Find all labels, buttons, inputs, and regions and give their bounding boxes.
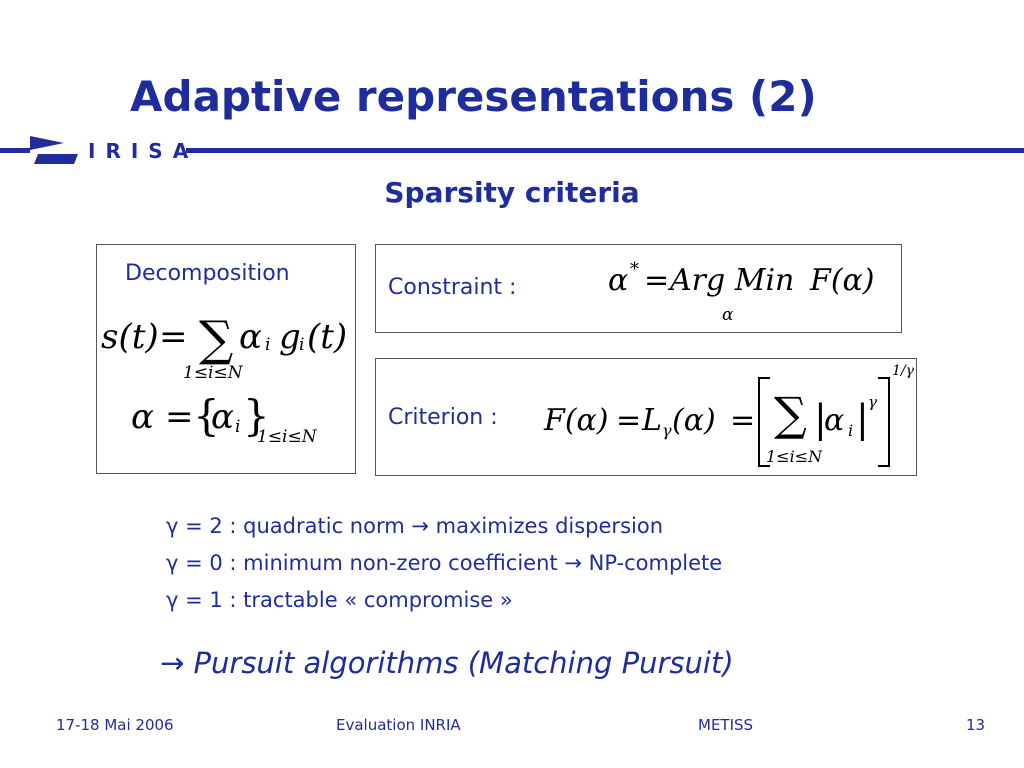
alpha-coefficient: α	[239, 317, 262, 357]
argmin-variable: α	[722, 305, 734, 325]
list-item: γ = 0 : minimum non-zero coefficient → N…	[166, 545, 722, 582]
signal-term: s(t)	[101, 317, 159, 357]
conclusion-line: → Pursuit algorithms (Matching Pursuit)	[160, 646, 734, 680]
cost-function: F(α)	[810, 263, 875, 298]
equals-sign: =	[644, 263, 670, 298]
decomposition-box: Decomposition s(t) = ∑ 1≤i≤N α i g i (t)…	[96, 244, 356, 474]
sum-range: 1≤i≤N	[766, 447, 823, 466]
time-argument: (t)	[307, 317, 348, 357]
case-text: = 0 : minimum non-zero coefficient	[178, 551, 565, 575]
index-i: i	[848, 421, 854, 440]
equals-sign: =	[616, 403, 642, 438]
equals-sign: =	[159, 317, 188, 357]
norm-argument: (α)	[672, 403, 716, 438]
case-text: = 1 : tractable « compromise »	[178, 588, 513, 612]
criterion-equation: F(α) = L γ (α) = ∑ 1≤i≤N | α i | γ 1/γ	[544, 363, 914, 471]
slide-subtitle: Sparsity criteria	[384, 176, 640, 209]
criterion-label: Criterion :	[388, 405, 498, 430]
irisa-logo-text: IRISA	[88, 139, 199, 163]
close-brace: }	[243, 391, 270, 440]
sum-range: 1≤i≤N	[183, 363, 243, 383]
alpha-vector: α	[131, 397, 154, 437]
left-bracket	[758, 377, 770, 467]
criterion-box: Criterion : F(α) = L γ (α) = ∑ 1≤i≤N | α…	[375, 358, 917, 476]
page-number: 13	[966, 716, 986, 734]
gamma-subscript: γ	[662, 421, 672, 440]
case-result: NP-complete	[581, 551, 723, 575]
l-norm: L	[642, 403, 662, 438]
argmin-operator: Arg Min	[670, 263, 795, 298]
conclusion-text: Pursuit algorithms (Matching Pursuit)	[184, 646, 734, 680]
absolute-bar-close: |	[856, 397, 869, 441]
index-i: i	[299, 335, 305, 355]
case-text: = 2 : quadratic norm	[178, 514, 412, 538]
coefficient-set-equation: α = { α i } 1≤i≤N	[131, 391, 351, 455]
gamma-symbol: γ	[166, 551, 179, 575]
right-arrow-icon: →	[160, 646, 185, 680]
cost-function: F(α)	[544, 403, 609, 438]
absolute-bar-open: |	[814, 397, 827, 441]
index-i: i	[235, 417, 241, 437]
right-arrow-icon: →	[564, 551, 582, 575]
decomposition-equation: s(t) = ∑ 1≤i≤N α i g i (t)	[101, 311, 351, 383]
decomposition-label: Decomposition	[125, 261, 290, 286]
right-arrow-icon: →	[411, 514, 429, 538]
outer-exponent: 1/γ	[892, 363, 914, 379]
footer-event: Evaluation INRIA	[336, 716, 461, 734]
optimal-alpha: α	[608, 263, 629, 298]
gamma-cases-list: γ = 2 : quadratic norm → maximizes dispe…	[166, 508, 722, 619]
constraint-box: Constraint : α * = Arg Min F(α) α	[375, 244, 902, 333]
alpha-coefficient: α	[824, 403, 845, 438]
index-range: 1≤i≤N	[257, 427, 317, 447]
right-bracket	[878, 377, 890, 467]
atom-g: g	[279, 317, 301, 357]
constraint-label: Constraint :	[388, 275, 517, 300]
gamma-symbol: γ	[166, 588, 179, 612]
header-rule-left	[0, 148, 30, 153]
irisa-logo-mark	[30, 133, 82, 167]
index-i: i	[265, 335, 271, 355]
slide-title: Adaptive representations (2)	[130, 72, 817, 121]
star-superscript: *	[630, 259, 639, 280]
open-brace: {	[193, 391, 220, 440]
equals-sign: =	[730, 403, 756, 438]
equals-sign: =	[165, 397, 194, 437]
case-result: maximizes dispersion	[428, 514, 664, 538]
gamma-exponent: γ	[868, 393, 877, 411]
header-rule-right	[186, 148, 1024, 153]
alpha-coefficient: α	[211, 397, 234, 437]
constraint-equation: α * = Arg Min F(α) α	[608, 259, 898, 329]
footer-team: METISS	[698, 716, 754, 734]
gamma-symbol: γ	[166, 514, 179, 538]
list-item: γ = 1 : tractable « compromise »	[166, 582, 722, 619]
sum-symbol: ∑	[774, 387, 807, 441]
list-item: γ = 2 : quadratic norm → maximizes dispe…	[166, 508, 722, 545]
footer-date: 17-18 Mai 2006	[56, 716, 174, 734]
sum-symbol: ∑	[199, 311, 234, 367]
